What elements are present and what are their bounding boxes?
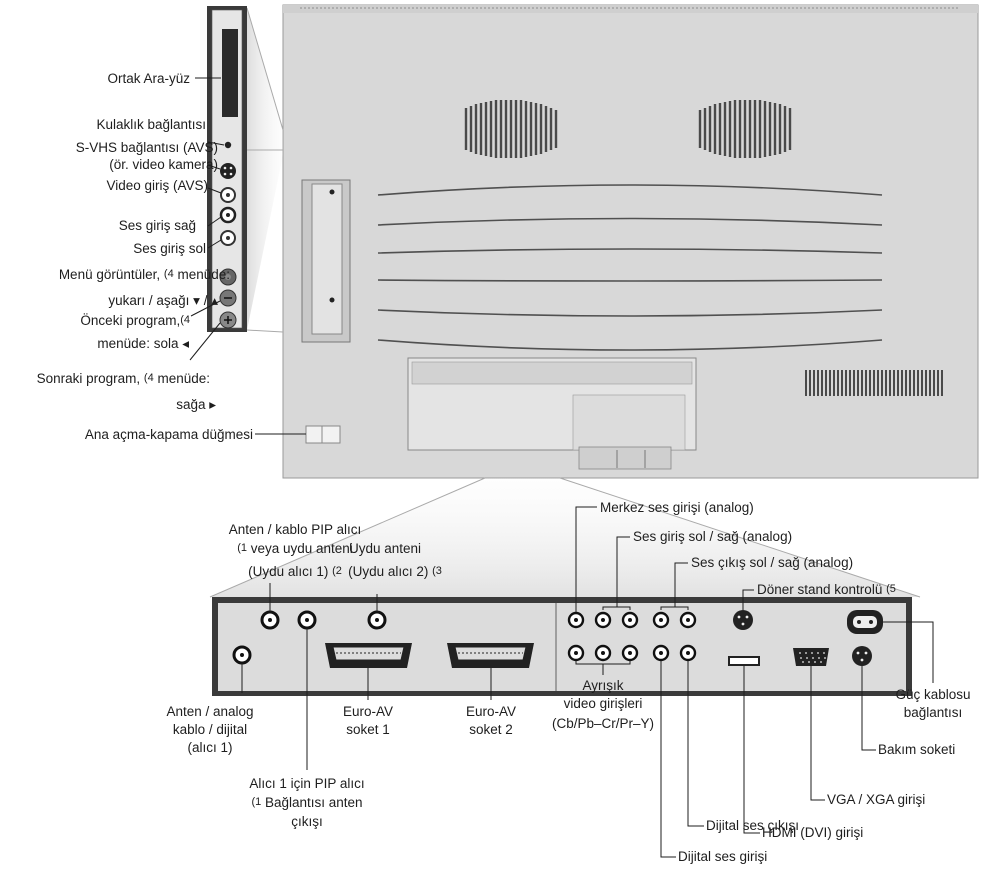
label-audio-right: Ses giriş sağ	[118, 218, 196, 233]
label-menu-updown: yukarı / aşağı ▾ / ▴	[108, 293, 218, 308]
footnote-4: (4	[143, 372, 154, 384]
label-video-in: Video giriş (AVS)	[106, 178, 208, 193]
label-vga: VGA / XGA girişi	[827, 792, 926, 807]
label-audio-left: Ses giriş sol	[133, 241, 206, 256]
headphone-jack	[224, 141, 232, 149]
label-next-right: sağa ▸	[176, 397, 216, 412]
vent-right	[698, 100, 792, 158]
label-euro-av-1: Euro-AV	[342, 704, 394, 719]
label-hdmi: HDMI (DVI) girişi	[762, 825, 864, 840]
label-pip-antenna-sat1: (Uydu alıcı 1) (2	[248, 564, 342, 579]
label-power-cable: Güç kablosu	[895, 687, 971, 702]
label-component-2: video girişleri	[563, 696, 643, 711]
rear-connector-recess	[407, 357, 697, 470]
label-component-3: (Cb/Pb–Cr/Pr–Y)	[551, 716, 655, 731]
label-swivel: Döner stand kontrolü (5	[757, 582, 896, 597]
label-next-program: Sonraki program, (4 menüde:	[36, 371, 210, 386]
label-sat2: Uydu anteni	[348, 541, 422, 556]
label-power-cable-2: bağlantısı	[903, 705, 963, 720]
euro-av-socket-1	[325, 643, 412, 668]
label-pip-out: Alıcı 1 için PIP alıcı	[249, 776, 365, 791]
swivel-control-port	[733, 610, 753, 630]
vga-port	[793, 648, 829, 666]
bottom-connector-panel	[212, 597, 912, 696]
label-euro-av-1-socket: soket 1	[346, 722, 390, 737]
cabinet-ribs	[377, 184, 883, 351]
label-menu: Menü görüntüler, (4 menüde:	[58, 267, 230, 282]
bottom-projection	[210, 478, 920, 597]
bottom-leader-lines	[241, 506, 934, 858]
vent-lower-right	[805, 370, 943, 396]
svhs-port	[220, 163, 236, 179]
footnote-4: (4	[180, 314, 190, 326]
side-bracket	[301, 179, 351, 343]
label-sat2-receiver: (Uydu alıcı 2) (3	[348, 564, 442, 579]
footnote-2: (2	[332, 565, 342, 577]
side-leader-lines	[189, 77, 306, 435]
side-connector-panel	[207, 6, 247, 332]
tv-power-switch	[305, 425, 341, 444]
footnote-1: (1	[237, 542, 247, 554]
label-digital-out: Dijital ses çıkışı	[706, 818, 800, 833]
label-pip-out-2: (1 Bağlantısı anten	[251, 795, 363, 810]
label-pip-antenna: Anten / kablo PIP alıcı	[228, 522, 362, 537]
footnote-3: (3	[432, 565, 442, 577]
label-prev-left: menüde: sola ◂	[97, 336, 189, 351]
label-digital-in: Dijital ses girişi	[678, 849, 768, 864]
euro-av-socket-2	[447, 643, 534, 668]
label-analog-antenna: Anten / analog	[166, 704, 254, 719]
side-projection	[247, 8, 283, 330]
label-component: Ayrışık	[582, 678, 624, 693]
label-audio-in-lr: Ses giriş sol / sağ (analog)	[633, 529, 793, 544]
common-interface-slot	[222, 29, 238, 117]
tv-back-cabinet	[282, 4, 979, 479]
label-euro-av-2: Euro-AV	[465, 704, 517, 719]
label-headphone: Kulaklık bağlantısı	[96, 117, 206, 132]
label-euro-av-2-socket: soket 2	[469, 722, 513, 737]
vent-left	[464, 100, 558, 158]
label-analog-antenna-3: (alıcı 1)	[187, 740, 233, 755]
label-audio-out-lr: Ses çıkış sol / sağ (analog)	[691, 555, 854, 570]
hdmi-port	[728, 656, 760, 666]
label-service: Bakım soketi	[878, 742, 956, 757]
label-pip-antenna-sat: (1 veya uydu anteni	[237, 541, 353, 556]
label-svhs-example: (ör. video kamera)	[109, 157, 218, 172]
label-center-audio: Merkez ses girişi (analog)	[600, 500, 754, 515]
footnote-4: (4	[163, 268, 174, 280]
label-power-switch: Ana açma-kapama düğmesi	[84, 427, 253, 442]
label-pip-out-3: çıkışı	[291, 814, 323, 829]
label-common-interface: Ortak Ara-yüz	[107, 71, 190, 86]
label-analog-antenna-2: kablo / dijital	[172, 722, 248, 737]
service-socket	[852, 646, 872, 666]
footnote-5: (5	[886, 583, 896, 595]
label-svhs: S-VHS bağlantısı (AVS)	[75, 140, 218, 155]
label-prev-program: Önceki program,(4	[80, 313, 190, 328]
footnote-1: (1	[251, 796, 262, 808]
